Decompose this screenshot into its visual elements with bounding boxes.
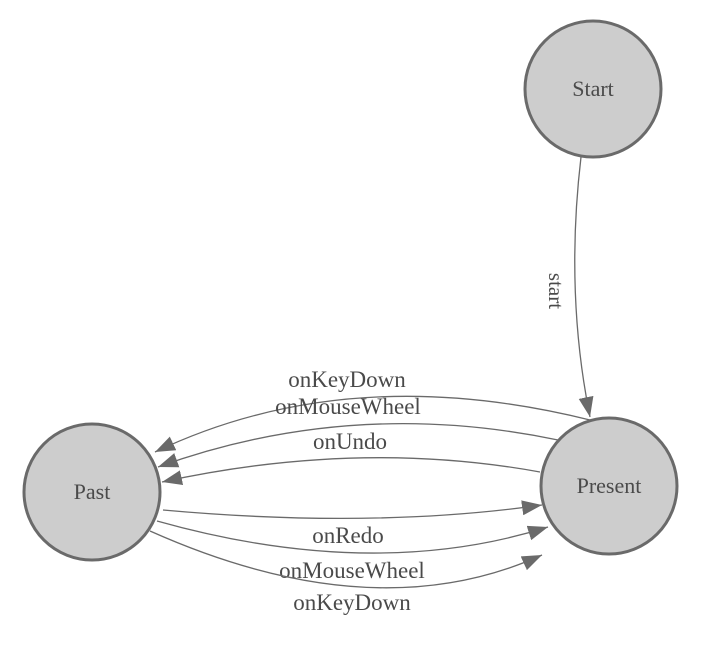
node-past: Past	[22, 422, 162, 562]
edge-label-onmousewheel-top: onMouseWheel	[275, 394, 421, 419]
edge-onkeydown-top-line	[154, 395, 591, 453]
node-past-shape	[22, 422, 162, 562]
edge-label-onkeydown-top: onKeyDown	[288, 367, 406, 392]
node-present-label: Present	[577, 473, 642, 498]
edge-onmousewheel-top-line	[157, 422, 559, 468]
edge-present-to-past-onmousewheel: onMouseWheel	[157, 394, 559, 468]
edge-label-onkeydown-bottom: onKeyDown	[293, 590, 411, 615]
edge-onkeydown-bottom-line	[149, 530, 543, 589]
edge-start-line	[574, 156, 594, 418]
node-start-shape	[523, 19, 663, 159]
edge-onmousewheel-bottom-line	[156, 520, 549, 554]
edge-label-start: start	[544, 273, 568, 309]
node-start-label: Start	[572, 76, 614, 101]
edge-onredo-line	[162, 500, 543, 520]
node-past-label: Past	[74, 479, 111, 504]
node-start: Start	[523, 19, 663, 159]
edge-onundo-line	[161, 457, 541, 486]
edge-start-to-present: start	[544, 156, 594, 418]
edge-past-to-present-onredo: onRedo	[162, 500, 543, 548]
edge-label-onredo: onRedo	[312, 523, 384, 548]
edge-present-to-past-onkeydown: onKeyDown	[154, 367, 591, 453]
edge-label-onmousewheel-bottom: onMouseWheel	[279, 558, 425, 583]
edge-present-to-past-onundo: onUndo	[161, 429, 541, 486]
edge-label-onundo: onUndo	[313, 429, 387, 454]
edge-past-to-present-onmousewheel: onMouseWheel	[156, 520, 549, 583]
edge-past-to-present-onkeydown: onKeyDown	[149, 530, 543, 615]
node-present-shape	[539, 416, 679, 556]
node-present: Present	[539, 416, 679, 556]
